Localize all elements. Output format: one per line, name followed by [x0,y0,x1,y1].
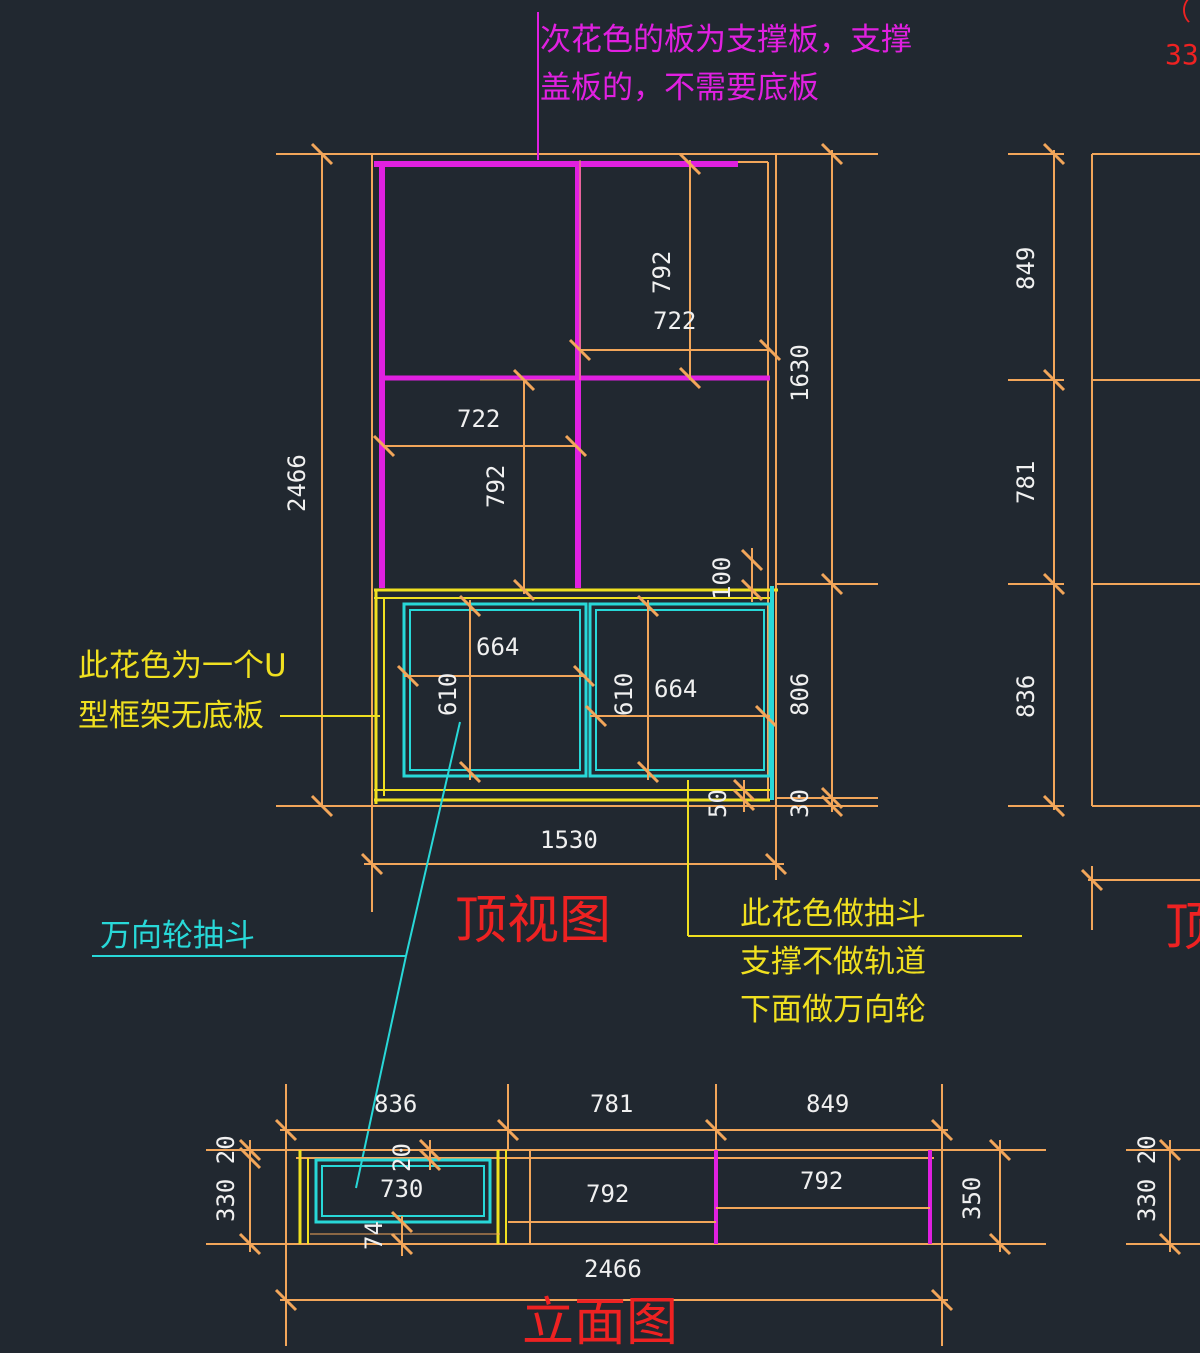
drawer-left-inner [409,609,581,771]
dimension-tick [1042,368,1066,392]
cut-red-mark-2: 33 [1165,38,1199,71]
dim-elev-330-20: 330 20 [212,1135,240,1222]
dimension-tick [584,704,608,728]
dimension-tick [732,788,756,812]
cut-red-mark-1: （ [1165,0,1191,27]
dimension-tick [1042,572,1066,596]
dim-elev-792-mid: 792 [586,1180,629,1208]
leader-caster-top [405,721,461,957]
drawing-geometry [92,12,1200,1346]
dimension-tick [740,578,764,602]
dimension-tick [988,1138,1012,1162]
dimension-tick [360,852,384,876]
dimension-tick [820,572,844,596]
dimension-tick [740,548,764,572]
elevation-outline [285,1149,943,1245]
drawer-right-inner [595,609,765,771]
dimension-tick [418,1138,442,1162]
dimension-tick [930,1118,954,1142]
note-drawer-line1: 此花色做抽斗 [740,896,926,932]
title-cut-top-view: 顶 [1165,898,1200,958]
dim-elev-792-right: 792 [800,1167,843,1195]
dimension-tick [512,578,536,602]
dim-elev-right-330-20: 330 20 [1133,1135,1161,1222]
dim-elev-836: 836 [374,1090,417,1118]
dimension-tick [1158,1138,1182,1162]
dimension-tick [764,852,788,876]
dim-722-upper: 722 [653,307,696,335]
note-drawer-line3: 下面做万向轮 [740,992,926,1028]
dim-right-30: 30 [786,789,814,818]
note-caster-drawer: 万向轮抽斗 [100,918,255,954]
dim-elev-74: 74 [360,1221,388,1250]
dimension-tick [1158,1232,1182,1256]
dimension-tick [238,1232,262,1256]
dimension-tick [636,594,660,618]
dim-50: 50 [704,789,732,818]
dim-792-lower: 792 [482,465,510,508]
dim-792-upper: 792 [648,251,676,294]
dimension-tick [820,142,844,166]
dimension-tick [496,1118,520,1142]
dimension-tick [678,366,702,390]
title-elevation: 立面图 [522,1293,678,1353]
dim-elev-781: 781 [590,1090,633,1118]
dim-side-849: 849 [1012,247,1040,290]
note-u-frame-line2: 型框架无底板 [78,698,264,734]
dim-elev-2466: 2466 [584,1255,642,1283]
note-drawer-line2: 支撑不做轨道 [740,944,926,980]
dimension-tick [704,1118,728,1142]
drawer-left-outer [402,602,588,778]
dimension-tick [732,778,756,802]
dim-100: 100 [708,557,736,600]
dimension-tick [238,1138,262,1162]
dimension-tick [988,1232,1012,1256]
dimension-tick [396,664,420,688]
dimension-tick [390,1232,414,1256]
dimension-tick [310,142,334,166]
dim-610-left: 610 [434,673,462,716]
dimension-tick [572,664,596,688]
dim-elev-849: 849 [806,1090,849,1118]
dimension-tick [458,594,482,618]
title-top-view: 顶视图 [455,891,611,951]
dimension-tick [274,1118,298,1142]
note-u-frame-line1: 此花色为一个U [78,648,287,684]
dim-elev-350: 350 [958,1177,986,1220]
dim-height-2466: 2466 [283,454,311,512]
dimension-tick [678,152,702,176]
dimension-tick [274,1288,298,1312]
cabinet-outline [371,153,777,807]
dimension-tick [1042,142,1066,166]
dim-664-left: 664 [476,633,519,661]
dimension-tick [930,1288,954,1312]
dimension-tick [820,794,844,818]
dimension-tick [1042,794,1066,818]
dim-elev-730: 730 [380,1175,423,1203]
dimension-tick [310,794,334,818]
dim-elev-20: 20 [388,1143,416,1172]
dimension-tick [754,704,778,728]
dimension-tick [564,434,588,458]
dimension-tick [758,338,782,362]
dim-664-right: 664 [654,675,697,703]
note-support-board-line2: 盖板的，不需要底板 [540,70,819,106]
dim-610-right: 610 [610,673,638,716]
dimension-tick [418,1148,442,1172]
dimension-tick [458,760,482,784]
note-support-board-line1: 次花色的板为支撑板，支撑 [540,22,912,58]
dimension-tick [636,760,660,784]
dim-722-lower: 722 [457,405,500,433]
dim-side-781: 781 [1012,461,1040,504]
dim-right-1630: 1630 [786,344,814,402]
dimension-tick [238,1146,262,1170]
dim-side-836: 836 [1012,675,1040,718]
dimension-tick [820,786,844,810]
dimension-tick [372,434,396,458]
dim-right-806: 806 [786,673,814,716]
dim-width-1530: 1530 [540,826,598,854]
dimension-tick [390,1210,414,1234]
